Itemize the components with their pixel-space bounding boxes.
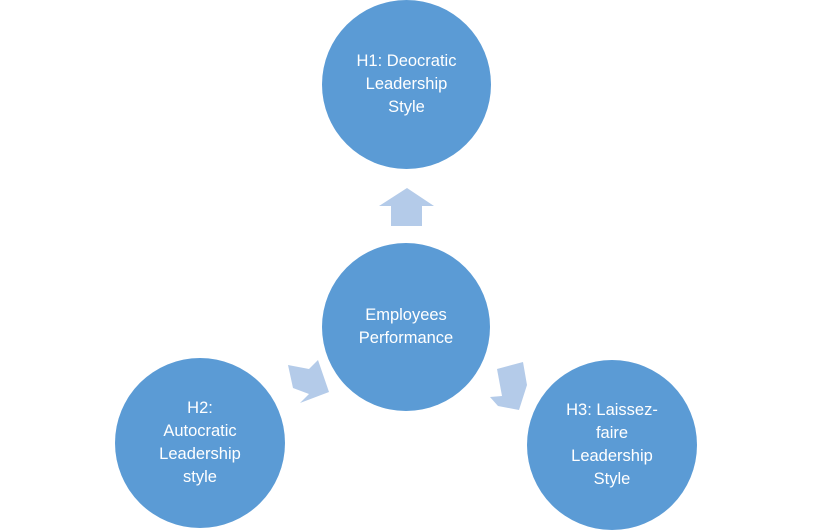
- arrow-up-to-h1: [379, 188, 434, 226]
- arrow-down-right-to-h3: [490, 362, 527, 410]
- hypothesis-node-h3: H3: Laissez- faire Leadership Style: [527, 360, 697, 530]
- hypothesis-label-h2: H2: Autocratic Leadership style: [159, 399, 241, 486]
- central-node-employees-performance: Employees Performance: [322, 243, 490, 411]
- hypothesis-node-h1: H1: Deocratic Leadership Style: [322, 0, 491, 169]
- hypothesis-label-h1: H1: Deocratic Leadership Style: [356, 52, 457, 116]
- arrow-down-left-to-h2: [288, 360, 329, 403]
- hypothesis-node-h2: H2: Autocratic Leadership style: [115, 358, 285, 528]
- hypothesis-label-h3: H3: Laissez- faire Leadership Style: [566, 401, 658, 488]
- central-node-label: Employees Performance: [358, 306, 454, 347]
